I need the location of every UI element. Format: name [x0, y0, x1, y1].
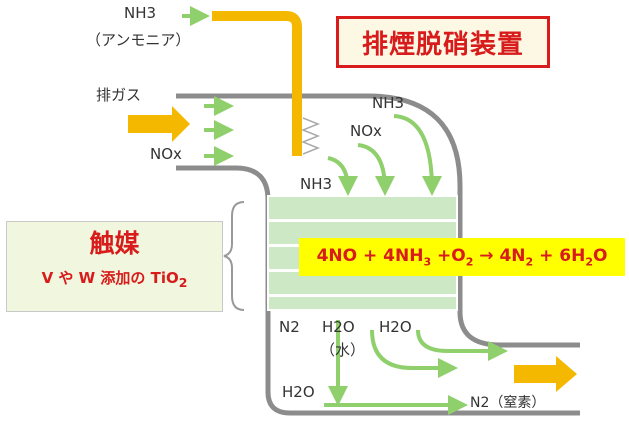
catalyst-layer: [267, 295, 458, 311]
water-jp-label: （水）: [320, 341, 366, 359]
injection-nozzle-icon: [300, 117, 321, 155]
nox-upper-label: NOx: [350, 122, 382, 140]
upper-flow-arrow-icon: [357, 143, 395, 196]
catalyst-brace: [223, 201, 245, 311]
page-title: 排煙脱硝装置: [361, 29, 524, 60]
catalyst-layer: [267, 195, 458, 221]
outlet-flow-arrow-icon: [416, 329, 508, 361]
h2o-outlet-label-2: H2O: [379, 318, 412, 336]
catalyst-title: 触媒: [89, 229, 140, 258]
nox-inlet-label: NOx: [150, 145, 182, 163]
flow-arrows: [182, 6, 508, 415]
upper-flow-arrow-icon: [327, 156, 358, 196]
h2o-bottom-label: H2O: [282, 383, 315, 401]
duct-outer-wall: [176, 93, 580, 348]
nh3-lower-label: NH3: [300, 175, 333, 193]
reaction-equation: 4NO + 4NH3 +O2 → 4N2 + 6H2O: [316, 245, 608, 269]
reaction-equation-box: 4NO + 4NH3 +O2 → 4N2 + 6H2O: [299, 238, 625, 276]
ammonia-top-label: NH3: [124, 4, 157, 22]
ammonia-jp-label: （アンモニア）: [86, 31, 191, 49]
exhaust-gas-arrow-icon: [128, 106, 190, 142]
upper-flow-arrow-icon: [393, 114, 442, 196]
catalyst-callout: 触媒 V や W 添加の TiO2: [6, 221, 223, 312]
nh3-upper-label: NH3: [372, 94, 405, 112]
h2o-outlet-label: H2O: [322, 318, 355, 336]
title-box: 排煙脱硝装置: [336, 16, 550, 68]
nitrogen-outlet-arrow-icon: [514, 356, 577, 392]
ammonia-pipe: [212, 11, 302, 156]
outlet-flow-arrow-icon: [370, 329, 458, 378]
exhaust-gas-label: 排ガス: [96, 86, 142, 104]
nitrogen-outlet-label: N2（窒素）: [470, 395, 546, 411]
catalyst-subtitle: V や W 添加の TiO2: [41, 268, 188, 290]
n2-outlet-label: N2: [279, 318, 300, 336]
